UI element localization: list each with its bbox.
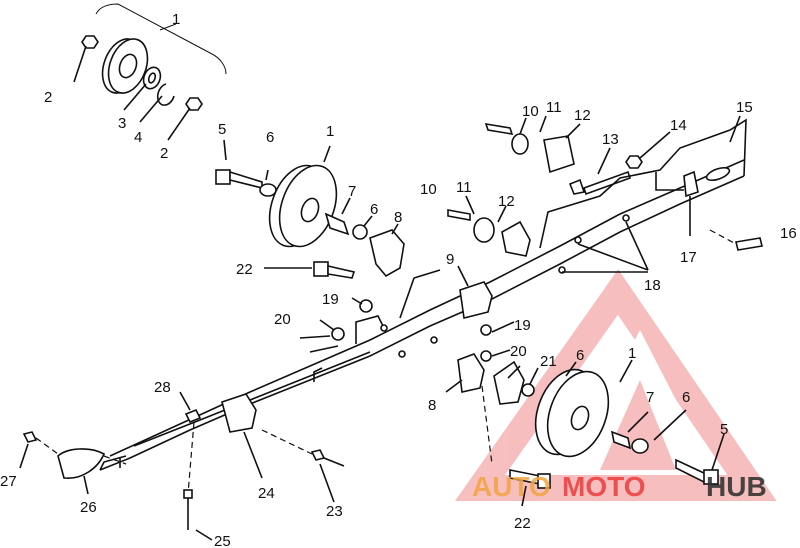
callout-16: 16 <box>780 225 797 242</box>
front-idler-wheel <box>215 139 405 279</box>
callout-22-top: 22 <box>236 261 253 278</box>
callout-19-left: 19 <box>322 291 339 308</box>
rail-tip-hardware <box>19 391 345 541</box>
callout-11-mid: 11 <box>456 179 472 196</box>
callout-6-a: 6 <box>266 129 274 146</box>
callout-14: 14 <box>670 117 687 134</box>
rail-bushing-hardware <box>447 115 741 257</box>
callout-28: 28 <box>154 379 171 396</box>
callout-5-lower: 5 <box>720 421 728 438</box>
callout-4: 4 <box>134 129 142 146</box>
callout-26: 26 <box>80 499 97 516</box>
callout-18: 18 <box>644 277 661 294</box>
callout-17: 17 <box>680 249 697 266</box>
callout-12-top: 12 <box>574 107 591 124</box>
rear-idler-wheel <box>445 353 725 507</box>
callout-3: 3 <box>118 115 126 132</box>
rail-brackets <box>319 170 763 362</box>
callout-labels: 1 2 3 4 2 5 6 1 7 6 8 22 10 11 12 13 14 … <box>0 11 797 548</box>
watermark-hub: HUB <box>706 471 767 502</box>
callout-1-top: 1 <box>172 11 180 28</box>
callout-11-top: 11 <box>546 99 562 116</box>
callout-23: 23 <box>326 503 343 520</box>
callout-27: 27 <box>0 473 17 490</box>
callout-9: 9 <box>446 251 454 268</box>
callout-20-right: 20 <box>510 343 527 360</box>
callout-21: 21 <box>540 353 557 370</box>
callout-6-b: 6 <box>370 201 378 218</box>
callout-6-d: 6 <box>682 389 690 406</box>
callout-10-mid: 10 <box>420 181 437 198</box>
callout-20-left: 20 <box>274 311 291 328</box>
callout-7-lower: 7 <box>646 389 654 406</box>
callout-15: 15 <box>736 99 753 116</box>
callout-5-top: 5 <box>218 121 226 138</box>
callout-25: 25 <box>214 533 231 548</box>
callout-24: 24 <box>258 485 275 502</box>
callout-19-right: 19 <box>514 317 531 334</box>
callout-13: 13 <box>602 131 619 148</box>
watermark-moto: MOTO <box>562 471 645 502</box>
callout-22-lower: 22 <box>514 515 531 532</box>
callout-12-mid: 12 <box>498 193 515 210</box>
watermark-auto: AUTO <box>472 471 551 502</box>
callout-10-top: 10 <box>522 103 539 120</box>
idler-wheel-assembly-exploded <box>73 3 227 141</box>
callout-8-lower: 8 <box>428 397 436 414</box>
callout-8-top: 8 <box>394 209 402 226</box>
callout-1-lower: 1 <box>628 345 636 362</box>
watermark-text: AUTO MOTO HUB <box>472 471 767 502</box>
callout-6-c: 6 <box>576 347 584 364</box>
callout-1-mid: 1 <box>326 123 334 140</box>
callout-7-top: 7 <box>348 183 356 200</box>
callout-2-right: 2 <box>160 145 168 162</box>
callout-2-left: 2 <box>44 89 52 106</box>
